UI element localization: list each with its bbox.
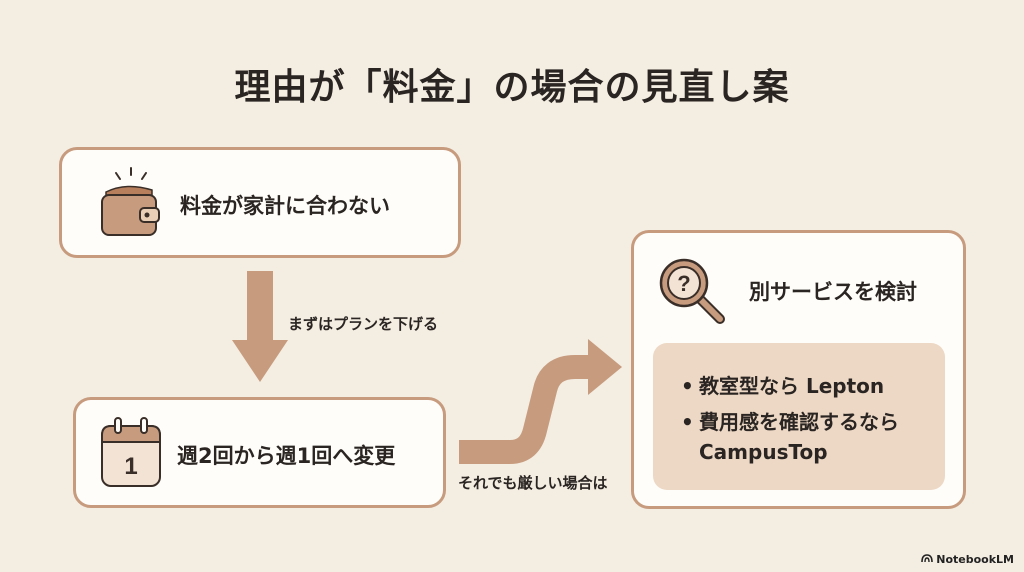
notebooklm-watermark: NotebookLM xyxy=(921,553,1014,567)
weekly-change-card: 1 週2回から週1回へ変更 xyxy=(73,397,446,508)
options-panel: • 教室型なら Lepton • 費用感を確認するなら CampusTop xyxy=(653,343,945,490)
notebooklm-logo-icon xyxy=(921,553,934,566)
cost-card: 料金が家計に合わない xyxy=(59,147,461,258)
calendar-icon: 1 xyxy=(98,416,164,494)
svg-text:?: ? xyxy=(677,271,690,296)
watermark-text: NotebookLM xyxy=(936,552,1014,566)
option-text: 教室型なら Lepton xyxy=(699,374,885,398)
curved-arrow-label: それでも厳しい場合は xyxy=(458,474,608,492)
wallet-icon xyxy=(96,164,166,244)
option-item: • 費用感を確認するなら CampusTop xyxy=(681,407,949,467)
page-title: 理由が「料金」の場合の見直し案 xyxy=(234,67,790,108)
magnifier-question-icon: ? xyxy=(656,255,730,333)
option-item: • 教室型なら Lepton xyxy=(681,371,949,401)
down-arrow-label: まずはプランを下げる xyxy=(288,315,439,333)
cost-card-label: 料金が家計に合わない xyxy=(180,194,390,218)
alternative-service-label: 別サービスを検討 xyxy=(749,280,917,304)
option-text: 費用感を確認するなら CampusTop xyxy=(699,410,899,464)
weekly-change-label: 週2回から週1回へ変更 xyxy=(177,444,396,468)
calendar-number: 1 xyxy=(124,453,137,480)
alternative-service-card: ? 別サービスを検討 • 教室型なら Lepton • 費用感を確認するなら C… xyxy=(631,230,966,509)
